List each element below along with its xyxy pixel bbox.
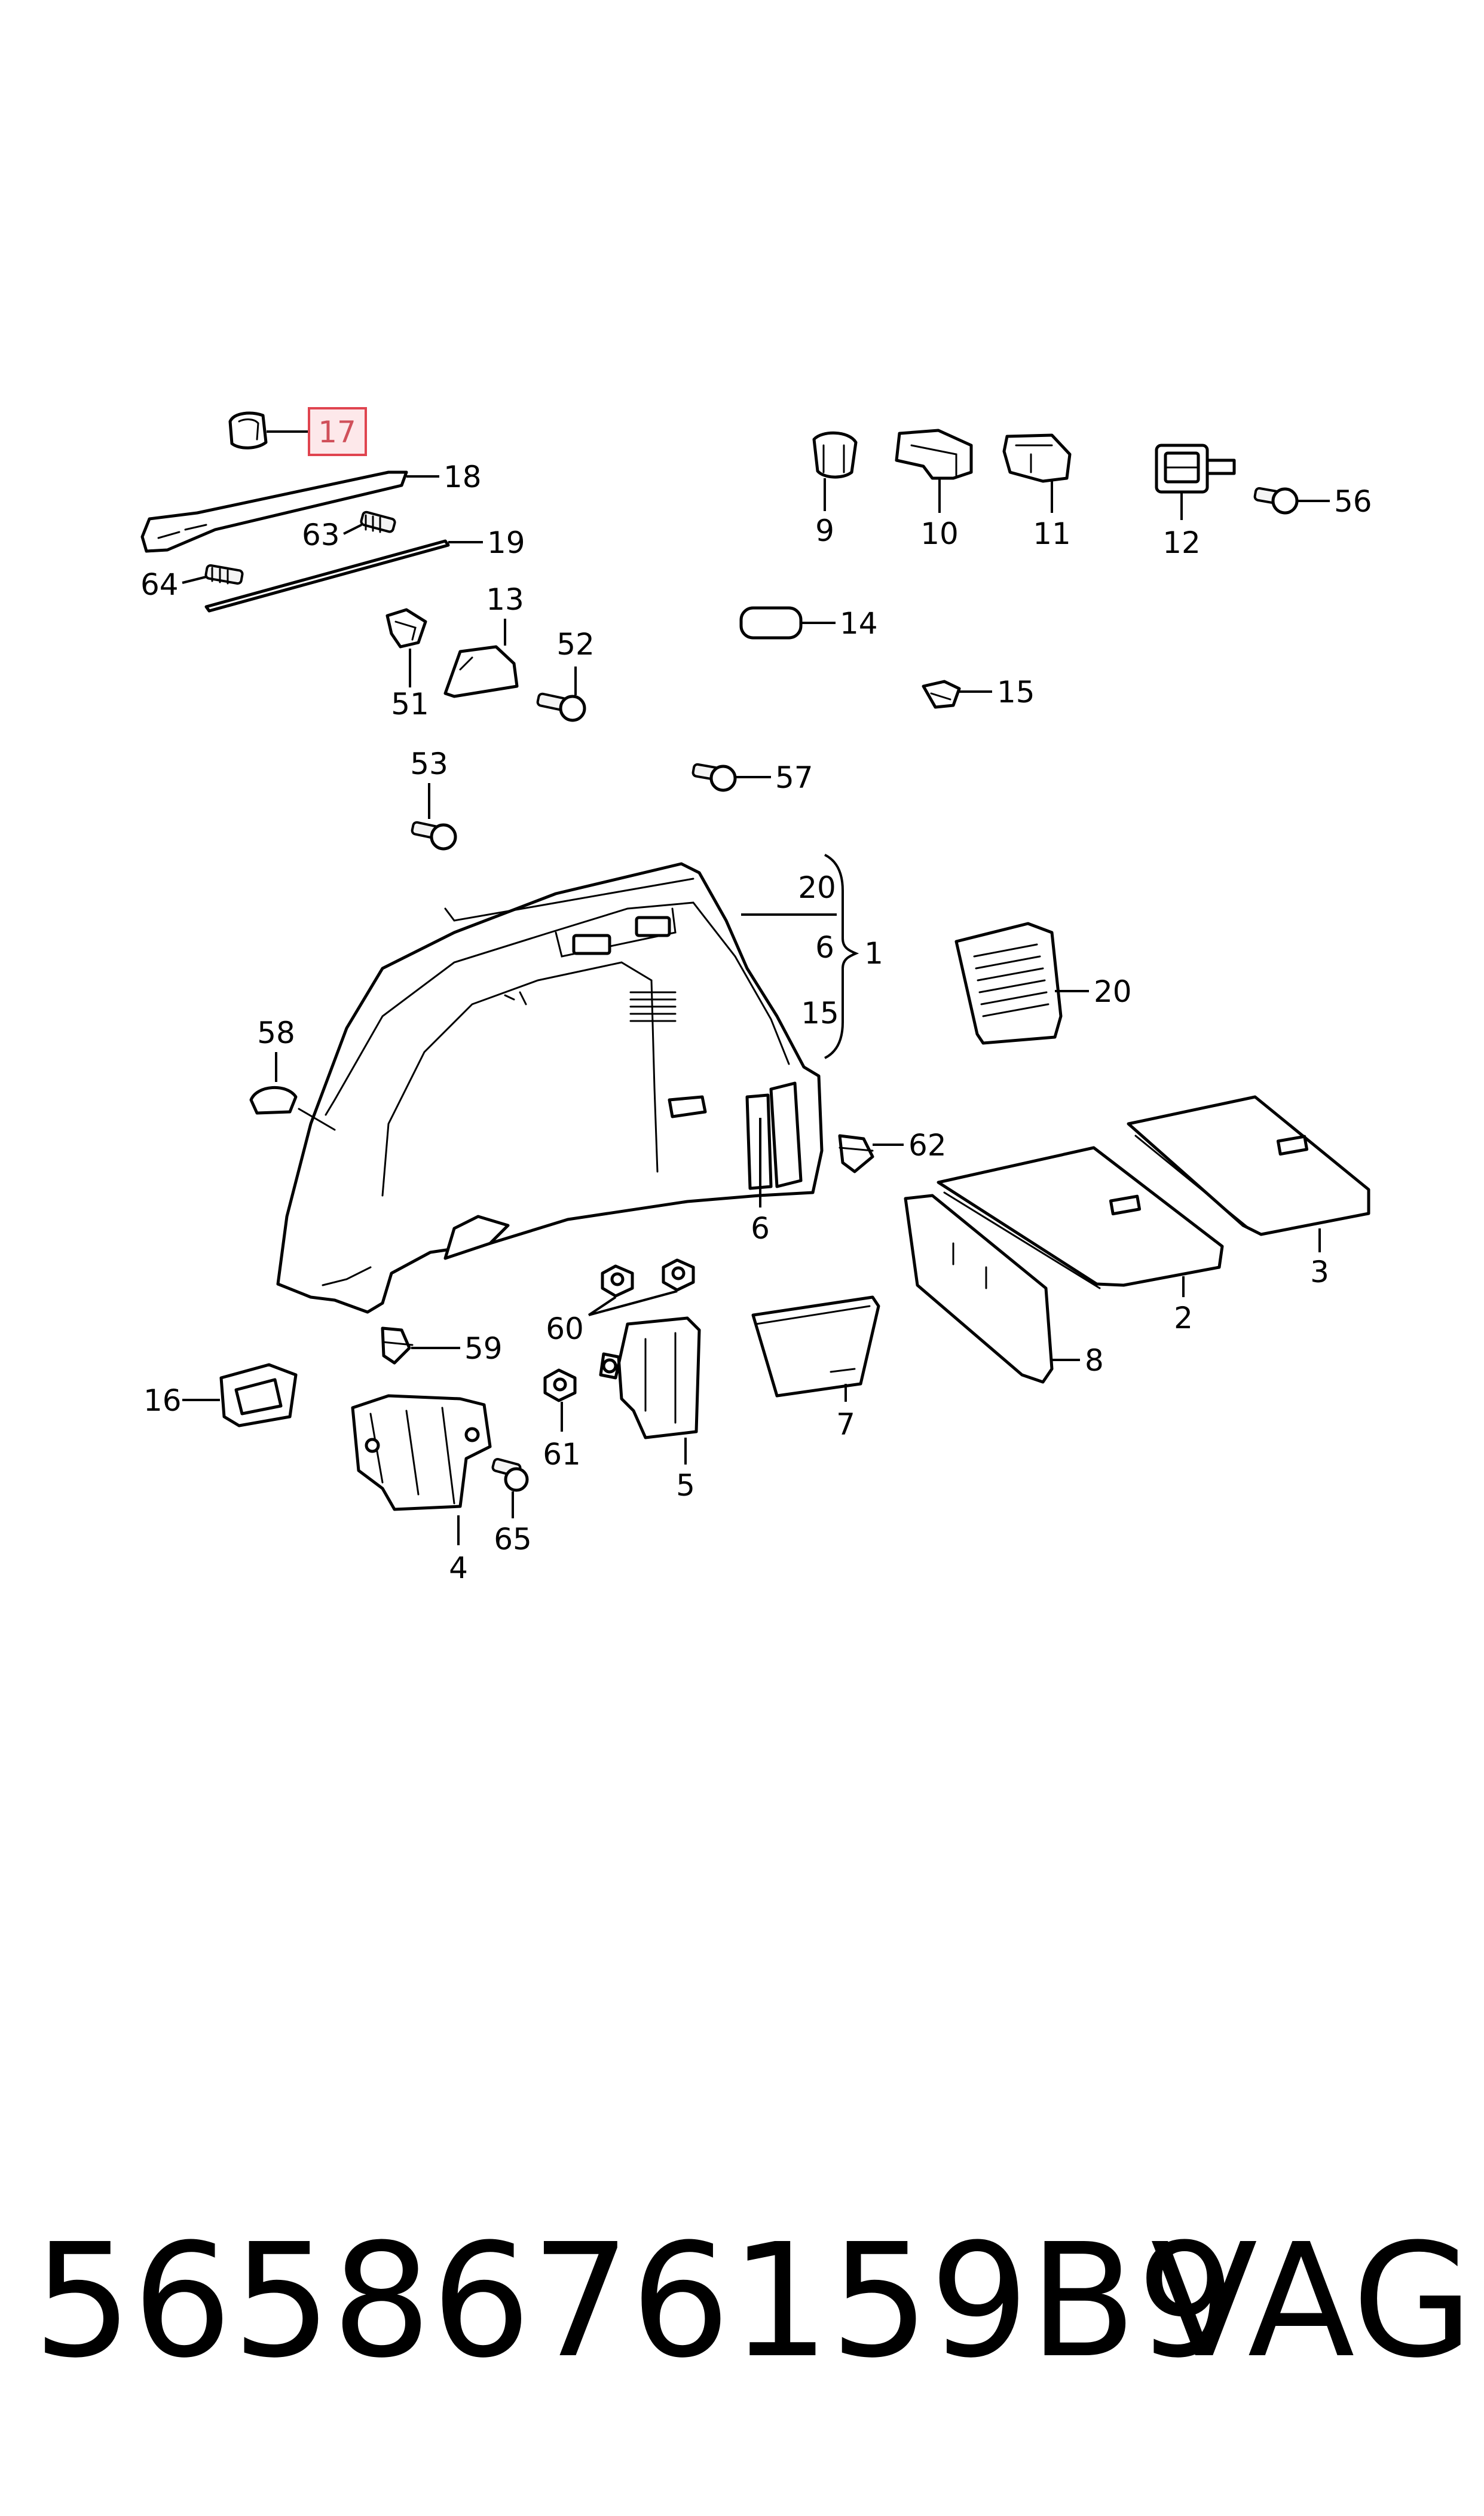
part-59-fastener bbox=[381, 1326, 414, 1365]
part-3-floor-cover bbox=[1127, 1095, 1370, 1236]
part-12-handle bbox=[1155, 444, 1236, 494]
part-13-cover bbox=[443, 645, 519, 698]
callout-5: 5 bbox=[676, 1468, 695, 1503]
part-17-clip bbox=[228, 411, 268, 450]
part-53-screw bbox=[411, 821, 457, 851]
callout-19: 19 bbox=[487, 525, 525, 560]
part-10-holder bbox=[895, 429, 973, 480]
part-60-nut-right bbox=[662, 1258, 695, 1292]
callout-8: 8 bbox=[1085, 1343, 1104, 1378]
part-7-storage-box bbox=[751, 1295, 880, 1398]
callout-13: 13 bbox=[486, 582, 524, 617]
part-64-screw bbox=[204, 564, 244, 585]
callout-53: 53 bbox=[410, 747, 448, 781]
part-56-screw bbox=[1253, 487, 1299, 515]
callout-3: 3 bbox=[1310, 1255, 1329, 1289]
footer-part-number: 5658676159B9 bbox=[33, 2210, 1236, 2392]
callout-9: 9 bbox=[815, 513, 834, 548]
callout-2: 2 bbox=[1174, 1301, 1193, 1335]
callout-11: 11 bbox=[1033, 516, 1071, 551]
part-65-screw bbox=[491, 1457, 529, 1492]
callout-61: 61 bbox=[543, 1437, 581, 1472]
part-60-nut-left bbox=[601, 1264, 634, 1298]
callout-16: 16 bbox=[143, 1383, 182, 1418]
callout-15b: 15 bbox=[801, 996, 839, 1031]
callout-59: 59 bbox=[464, 1331, 503, 1366]
part-14-cover bbox=[739, 606, 803, 640]
part-52-screw bbox=[536, 692, 586, 722]
callout-64: 64 bbox=[140, 567, 179, 602]
footer-brand: VAG bbox=[1151, 2210, 1473, 2392]
callout-10: 10 bbox=[920, 516, 959, 551]
callout-60: 60 bbox=[546, 1312, 584, 1346]
part-18-trim-strip bbox=[140, 470, 408, 553]
callout-65: 65 bbox=[494, 1522, 532, 1557]
callout-18: 18 bbox=[443, 460, 482, 494]
part-4-bracket bbox=[351, 1394, 492, 1511]
part-58-plug bbox=[249, 1086, 298, 1115]
part-57-screw bbox=[691, 763, 737, 792]
callout-6b: 6 bbox=[751, 1211, 770, 1246]
callout-62: 62 bbox=[908, 1128, 947, 1163]
part-61-nut bbox=[543, 1368, 577, 1402]
callout-1: 1 bbox=[864, 936, 883, 971]
part-1-side-trim-panel bbox=[276, 862, 824, 1314]
callout-17: 17 bbox=[318, 415, 356, 450]
part-62-fastener bbox=[838, 1134, 874, 1173]
part-15-clip bbox=[922, 680, 961, 709]
callout-12: 12 bbox=[1162, 525, 1201, 560]
callout-56: 56 bbox=[1334, 484, 1372, 519]
part-11-holder bbox=[1002, 433, 1072, 483]
callout-51: 51 bbox=[391, 687, 429, 722]
part-2-floor-panel bbox=[937, 1146, 1224, 1289]
callout-15a: 15 bbox=[997, 675, 1035, 710]
callout-57: 57 bbox=[775, 760, 813, 795]
callout-20a: 20 bbox=[798, 870, 836, 905]
callout-52: 52 bbox=[556, 627, 595, 662]
callout-20b: 20 bbox=[1094, 974, 1132, 1009]
part-5-bracket bbox=[599, 1316, 701, 1439]
part-9-clip bbox=[812, 431, 858, 479]
part-63-screw bbox=[360, 510, 396, 533]
callout-7: 7 bbox=[836, 1407, 855, 1442]
callout-63: 63 bbox=[302, 518, 340, 552]
callout-17-highlight[interactable]: 17 bbox=[308, 407, 367, 456]
part-16-handle bbox=[219, 1363, 298, 1427]
part-51-clip bbox=[385, 608, 427, 649]
part-8-side-board bbox=[904, 1194, 1054, 1384]
part-20-speaker-grille bbox=[954, 922, 1063, 1045]
part-19-rod bbox=[204, 539, 450, 613]
callout-6a: 6 bbox=[815, 930, 834, 965]
callout-4: 4 bbox=[449, 1551, 468, 1585]
callout-14a: 14 bbox=[840, 606, 878, 641]
callout-58: 58 bbox=[257, 1016, 295, 1050]
